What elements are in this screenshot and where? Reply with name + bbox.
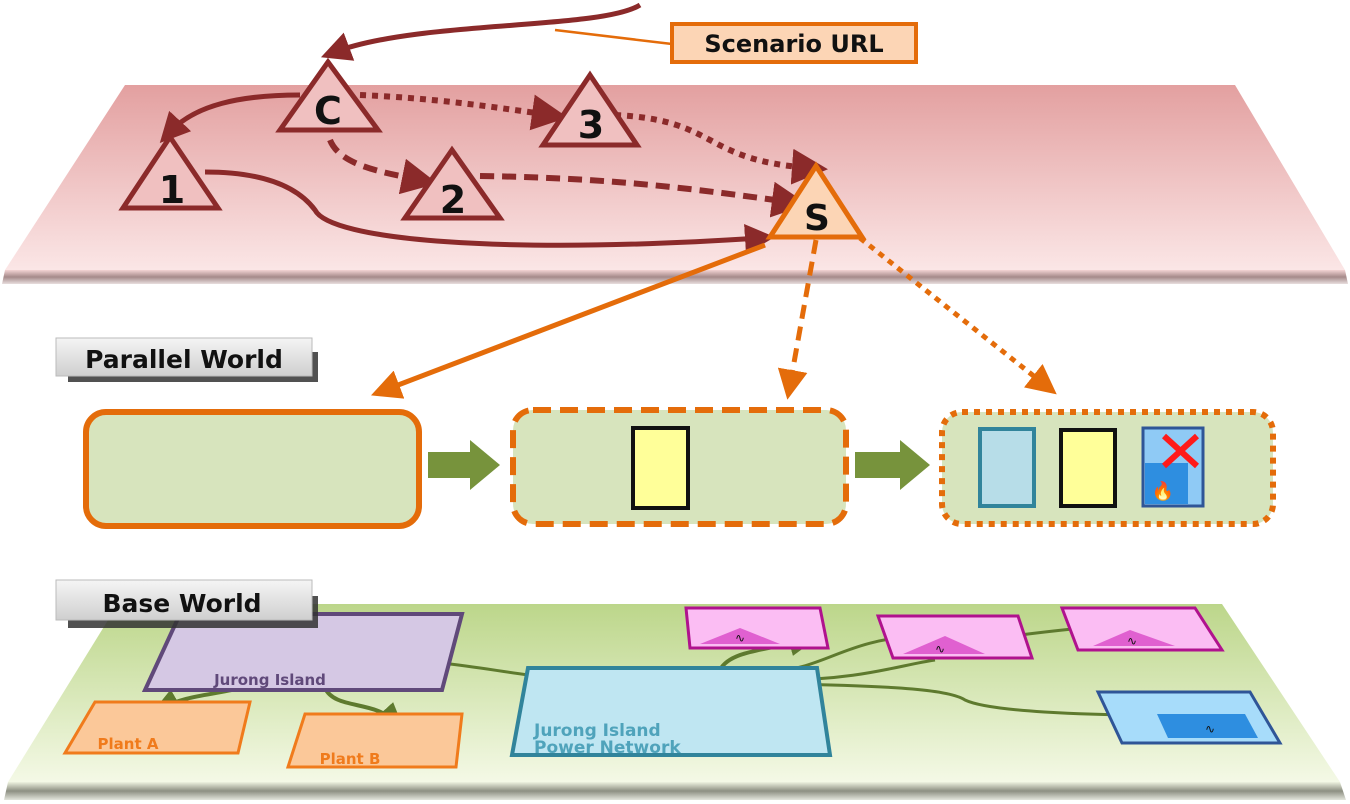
base-node-power-plant-4[interactable]: ∿ (1095, 690, 1283, 745)
scenario-node-3[interactable]: 3 (538, 70, 642, 148)
scenario-url-edge (320, 2, 642, 61)
parallel-world-tag: Parallel World (55, 337, 318, 382)
plant-a-label: Plant A (98, 735, 159, 753)
parallel-world-title: Parallel World (85, 345, 283, 374)
base-node-jurong-island[interactable]: Jurong Island (141, 612, 465, 692)
base-node-power-network[interactable]: Jurong Island Power Network (509, 666, 833, 758)
scenario-url-callout-line (554, 28, 673, 46)
base-world-tag: Base World (55, 579, 318, 628)
base-node-plant-a[interactable]: Plant A (62, 700, 252, 755)
base-node-plant-b[interactable]: Plant B (285, 712, 464, 769)
jurong-island-label: Jurong Island (213, 671, 326, 689)
base-node-power-plant-3[interactable]: ∿ (1059, 606, 1225, 652)
fire-icon: 🔥 (1152, 480, 1174, 502)
power-plant-squiggle-icon: ∿ (1127, 634, 1137, 648)
base-plane-edge (4, 782, 1346, 800)
scenario-url-box (670, 22, 918, 64)
stage-flow-arrow-1 (428, 440, 500, 490)
scenario-node-2-label: 2 (440, 178, 466, 222)
scenario-node-c-label: C (314, 89, 342, 133)
s-to-stage-3-arrow (858, 236, 1057, 395)
edge-c-to-1 (159, 92, 301, 143)
s-to-stage-1-arrow (370, 242, 766, 399)
power-plant-icon (903, 636, 985, 654)
failed-cross-icon (1161, 433, 1200, 469)
power-plant-squiggle-icon: ∿ (735, 631, 745, 645)
stage-2-yellow-block (631, 426, 690, 510)
parallel-stage-3[interactable]: 🔥 (939, 409, 1276, 527)
power-plant-icon (700, 628, 780, 644)
edge-c-to-3 (359, 92, 568, 131)
edge-1-to-s (204, 169, 775, 254)
scenario-url-label: Scenario URL (704, 30, 883, 58)
power-plant-icon (1093, 630, 1175, 646)
scenario-node-1-label: 1 (159, 168, 185, 212)
power-network-label-line2: Power Network (534, 738, 681, 758)
scenario-node-2[interactable]: 2 (400, 145, 505, 222)
power-plant-icon (1157, 714, 1258, 738)
parallel-stage-1[interactable] (83, 409, 422, 529)
edge-c-to-2 (327, 138, 438, 195)
base-world-title: Base World (102, 589, 261, 618)
base-node-power-plant-1[interactable]: ∿ (684, 606, 830, 650)
stage-3-failed-plant-block: 🔥 (1141, 426, 1205, 508)
stage-flow-arrow-2 (855, 440, 930, 490)
power-plant-squiggle-icon: ∿ (1205, 722, 1215, 736)
scenario-node-s[interactable]: S (765, 161, 867, 240)
parallel-world-tag-box (55, 337, 313, 377)
edge-3-to-s (614, 112, 828, 185)
scenario-node-1[interactable]: 1 (118, 132, 223, 212)
s-to-stage-2-arrow (777, 239, 819, 400)
plant-b-label: Plant B (320, 750, 381, 768)
stage-3-yellow-block (1059, 428, 1117, 508)
base-node-power-plant-2[interactable]: ∿ (875, 614, 1035, 660)
parallel-stage-2[interactable] (510, 407, 849, 527)
scenario-node-s-label: S (804, 198, 830, 239)
scenario-node-c[interactable]: C (275, 57, 383, 133)
edge-2-to-s (479, 173, 808, 218)
scenario-url-callout[interactable]: Scenario URL (670, 22, 918, 64)
power-plant-squiggle-icon: ∿ (935, 642, 945, 656)
base-world-tag-box (55, 579, 313, 621)
scenario-node-3-label: 3 (578, 103, 604, 147)
power-network-label-line1: Jurong Island (533, 721, 661, 741)
flow-network-to-plant-4 (784, 682, 1162, 724)
stage-3-blue-block (978, 427, 1036, 508)
